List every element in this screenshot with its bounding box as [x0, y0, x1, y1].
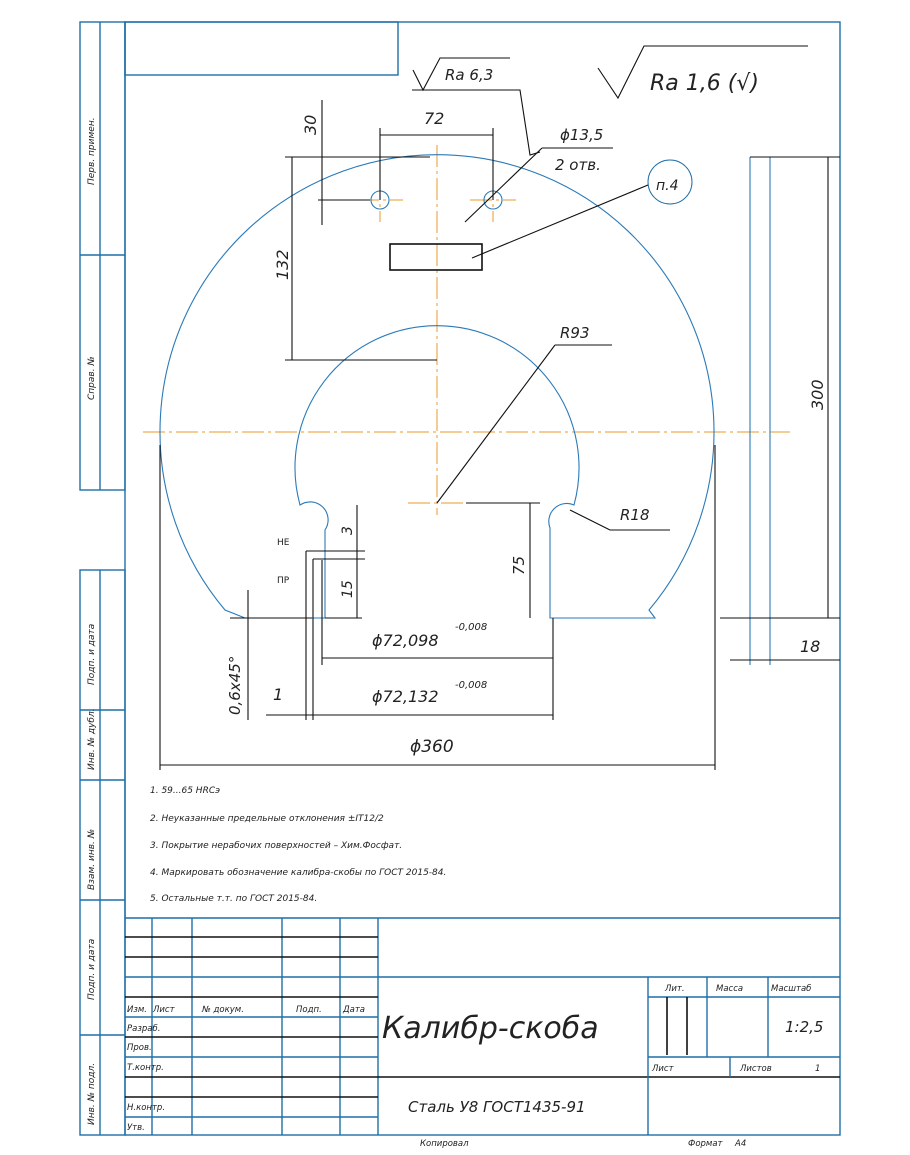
drawing-text: 1 — [815, 1064, 820, 1074]
drawing-text: Ra 1,6 (√) — [650, 71, 759, 96]
drawing-text: 15 — [340, 580, 356, 598]
margin-labels: Перв. примен. Справ. № Подп. и дата Инв.… — [87, 117, 97, 1125]
margin-label: Инв. № дубл. — [87, 708, 97, 770]
drawing-text: Копировал — [420, 1139, 469, 1149]
drawing-text: Утв. — [127, 1123, 145, 1133]
material: Сталь У8 ГОСТ1435-91 — [408, 1098, 586, 1116]
drawing-text: Ra 6,3 — [445, 66, 493, 84]
drawing-text: 1 — [273, 685, 283, 704]
margin-label: Взам. инв. № — [87, 829, 97, 890]
drawing-text: 30 — [301, 115, 320, 135]
drawing-text: ϕ72,132 — [372, 687, 439, 706]
drawing-text: № докум. — [201, 1005, 244, 1015]
drawing-text: ϕ13,5 — [560, 126, 603, 144]
drawing-text: Изм. — [127, 1005, 147, 1015]
drawing-text: 3 — [340, 526, 356, 535]
title-block — [125, 917, 840, 1135]
note: 4. Маркировать обозначение калибра-скобы… — [150, 868, 446, 878]
drawing-text: 75 — [510, 556, 528, 575]
margin-label: Подп. и дата — [87, 624, 97, 685]
drawing-text: -0,008 — [455, 622, 487, 633]
drawing-text: Лист — [651, 1064, 675, 1074]
left-margin-strip — [79, 21, 126, 1136]
drawing-text: ϕ72,098 — [372, 631, 439, 650]
margin-label: Инв. № подл. — [87, 1063, 97, 1125]
drawing-text: Листов — [739, 1064, 772, 1074]
drawing-text: Пров. — [127, 1043, 152, 1053]
drawing-text: Лит. — [664, 984, 685, 994]
drawing-text: Масса — [716, 984, 743, 994]
drawing-text: Лист — [152, 1005, 176, 1015]
top-left-box — [124, 21, 399, 76]
drawing-text: Подп. — [296, 1005, 322, 1015]
roughness-holes: Ra 6,3 — [412, 57, 541, 156]
drawing-text: R18 — [620, 506, 650, 524]
title-block-text: Изм. Лист № докум. Подп. Дата Разраб. Пр… — [127, 984, 820, 1149]
sheet-frame — [124, 21, 841, 1136]
side-view: 300 18 — [720, 156, 840, 665]
drawing-text: 300 — [808, 379, 827, 410]
drawing-text: A4 — [734, 1139, 746, 1149]
gauge-contour — [159, 154, 715, 619]
drawing-text: 72 — [424, 109, 444, 128]
drawing-text: Н.контр. — [127, 1103, 165, 1113]
drawing-text: Разраб. — [127, 1024, 160, 1034]
drawing-text: Дата — [342, 1005, 365, 1015]
drawing-text: Масштаб — [771, 984, 811, 994]
drawing-title: Калибр-скоба — [382, 1011, 599, 1046]
note: 2. Неуказанные предельные отклонения ±IT… — [150, 814, 384, 824]
margin-label: Подп. и дата — [87, 939, 97, 1000]
drawing-text: R93 — [560, 324, 590, 342]
go-label: ПР — [277, 576, 290, 586]
drawing-text: 132 — [273, 249, 292, 280]
center-lines — [143, 145, 790, 515]
nogo-label: НЕ — [277, 538, 290, 548]
margin-label: Справ. № — [87, 356, 97, 400]
drawing-text: 2 отв. — [555, 156, 601, 174]
note: 5. Остальные т.т. по ГОСТ 2015-84. — [150, 894, 317, 904]
marking-area — [389, 243, 483, 271]
technical-notes: 1. 59...65 HRCэ 2. Неуказанные предельны… — [150, 786, 446, 904]
drawing-text: ϕ360 — [410, 737, 454, 757]
drawing-text: -0,008 — [455, 680, 487, 691]
drawing-text: 18 — [800, 637, 820, 656]
note-ref-bubble — [647, 159, 693, 205]
note-ref: п.4 — [656, 178, 679, 194]
roughness-general: Ra 1,6 (√) — [597, 45, 808, 100]
scale-value: 1:2,5 — [785, 1018, 823, 1036]
drawing-text: Формат — [688, 1139, 724, 1149]
margin-label: Перв. примен. — [87, 117, 97, 185]
note: 3. Покрытие нерабочих поверхностей – Хим… — [150, 841, 402, 851]
drawing-text: 0,6x45° — [226, 656, 244, 715]
drawing-text: Т.контр. — [127, 1063, 164, 1073]
note: 1. 59...65 HRCэ — [150, 786, 220, 796]
